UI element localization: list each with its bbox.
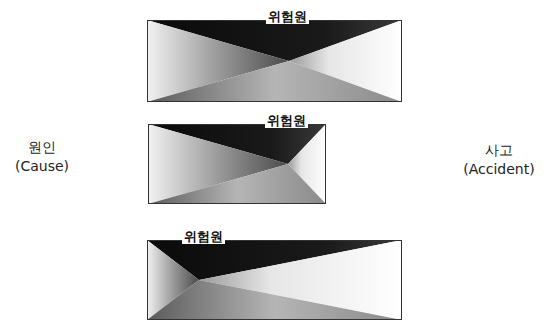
bowtie-border bbox=[148, 241, 402, 320]
hazard-label: 위험원 bbox=[266, 9, 309, 24]
bowtie-shape bbox=[147, 240, 402, 320]
bowtie-shape bbox=[147, 20, 402, 102]
bowtie-part bbox=[148, 164, 326, 204]
hazard-bowtie: 위험원 bbox=[147, 20, 402, 102]
hazard-label: 위험원 bbox=[265, 113, 308, 128]
hazard-bowtie: 위험원 bbox=[148, 124, 326, 204]
side-label: 원인 (Cause) bbox=[8, 138, 76, 176]
hazard-bowtie: 위험원 bbox=[147, 240, 402, 320]
bowtie-part bbox=[147, 61, 402, 102]
bowtie-shape bbox=[148, 124, 326, 204]
bowtie-part bbox=[147, 280, 402, 320]
bowtie-border bbox=[148, 21, 402, 102]
bowtie-border bbox=[149, 125, 326, 204]
hazard-label: 위험원 bbox=[182, 229, 225, 244]
side-label: 사고 (Accident) bbox=[452, 141, 546, 179]
